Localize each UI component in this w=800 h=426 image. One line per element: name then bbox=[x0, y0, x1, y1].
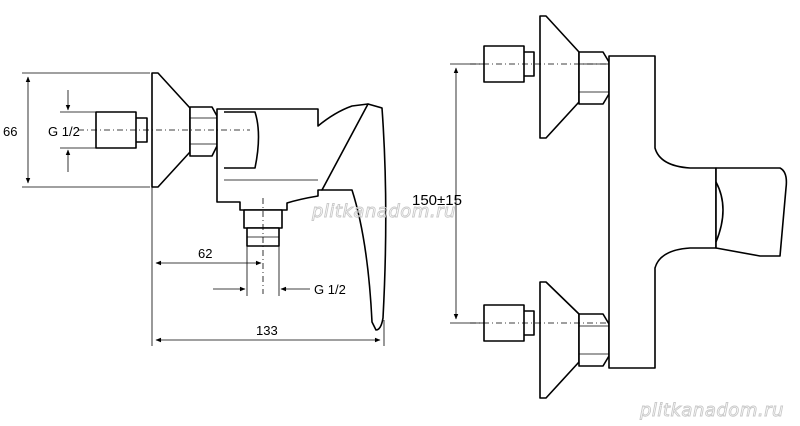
dim-62-label: 62 bbox=[198, 246, 212, 261]
front-view: 150±15 bbox=[412, 15, 788, 399]
top-hex-nut bbox=[578, 51, 610, 105]
watermark-center: plitkanadom.ru bbox=[311, 201, 456, 222]
front-lever bbox=[715, 167, 788, 257]
dim-g12-inlet-label: G 1/2 bbox=[48, 124, 80, 139]
bottom-hex-nut bbox=[578, 313, 610, 367]
bottom-flange bbox=[539, 281, 580, 399]
hex-nut bbox=[189, 106, 218, 157]
front-mixer-body bbox=[608, 55, 717, 369]
lever-handle bbox=[321, 103, 387, 331]
mixer-body bbox=[216, 103, 375, 211]
dim-66-label: 66 bbox=[3, 124, 17, 139]
dim-133-label: 133 bbox=[256, 323, 278, 338]
side-view: 66 G 1/2 62 G 1/2 133 bbox=[3, 72, 387, 346]
top-flange bbox=[539, 15, 580, 139]
top-inlet-pipe bbox=[483, 45, 525, 83]
watermark-bottom-right: plitkanadom.ru bbox=[639, 400, 784, 421]
dim-150-label: 150±15 bbox=[412, 192, 462, 209]
dim-g12-outlet-label: G 1/2 bbox=[314, 282, 346, 297]
